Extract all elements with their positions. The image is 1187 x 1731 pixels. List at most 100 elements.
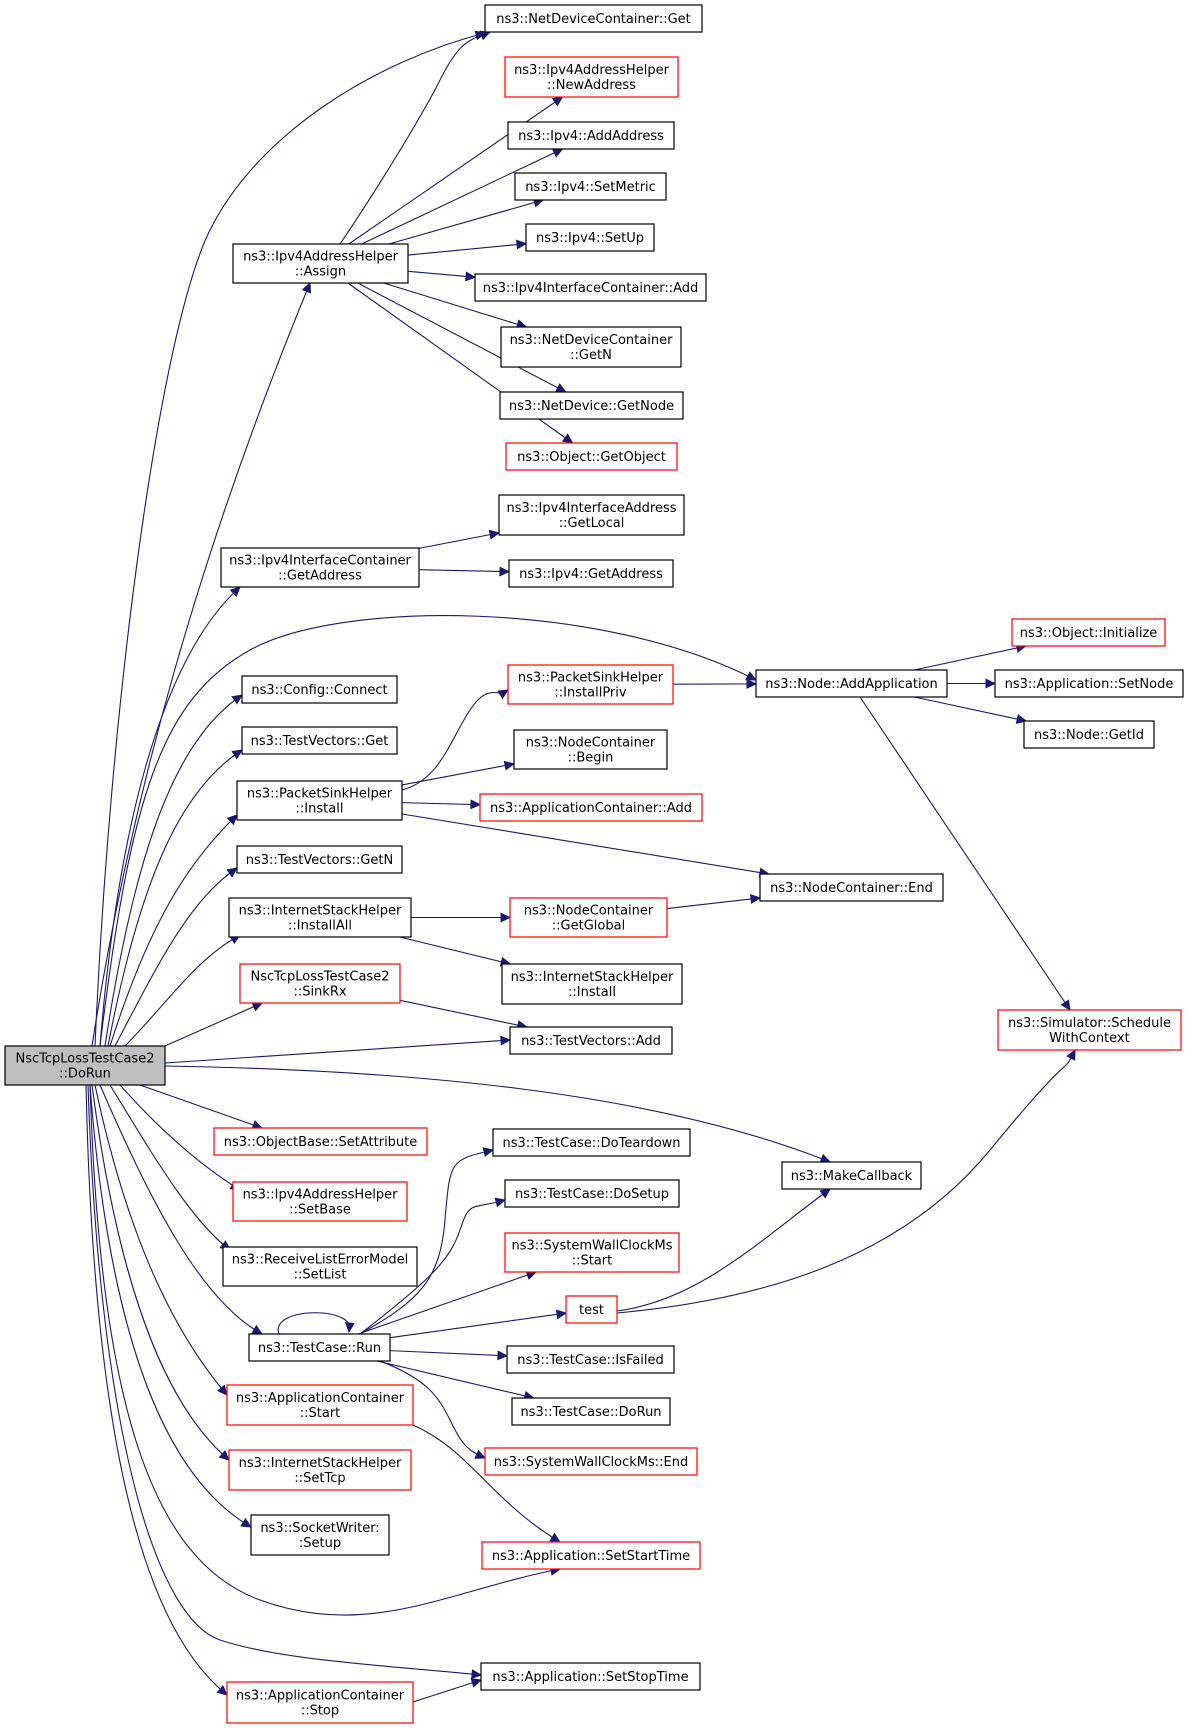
node-ipv4_getaddress[interactable]: ns3::Ipv4::GetAddress xyxy=(508,559,674,588)
node-ndc_getn[interactable]: ns3::NetDeviceContainer::GetN xyxy=(500,326,682,368)
node-label: ::Assign xyxy=(295,265,346,280)
node-objbase_setattr[interactable]: ns3::ObjectBase::SetAttribute xyxy=(213,1127,428,1156)
node-label: ::SetBase xyxy=(289,1203,351,1218)
node-ipv4ic_add[interactable]: ns3::Ipv4InterfaceContainer::Add xyxy=(474,273,707,302)
node-nc_end[interactable]: ns3::NodeContainer::End xyxy=(759,873,944,902)
node-box xyxy=(228,1449,412,1491)
node-tv_getn[interactable]: ns3::TestVectors::GetN xyxy=(236,845,403,874)
node-ipv4_setmetric[interactable]: ns3::Ipv4::SetMetric xyxy=(514,172,667,201)
edge-line xyxy=(164,1039,511,1064)
node-tv_add[interactable]: ns3::TestVectors::Add xyxy=(509,1026,673,1055)
edge-tc_run-to-tc_run xyxy=(277,1312,355,1335)
node-box xyxy=(220,547,420,588)
edge-root-to-appc_start xyxy=(94,1084,228,1396)
node-app_setstoptime[interactable]: ns3::Application::SetStopTime xyxy=(480,1662,701,1691)
edge-line xyxy=(124,934,241,1047)
node-label: WithContext xyxy=(1049,1031,1129,1046)
node-tc_isfailed[interactable]: ns3::TestCase::IsFailed xyxy=(506,1345,675,1374)
node-tv_get[interactable]: ns3::TestVectors::Get xyxy=(241,726,398,755)
node-rlem_setlist[interactable]: ns3::ReceiveListErrorModel::SetList xyxy=(222,1246,418,1287)
edge-line xyxy=(401,802,481,806)
node-box xyxy=(4,1045,166,1086)
node-box xyxy=(226,1384,414,1426)
edge-line xyxy=(389,1350,508,1357)
node-ipv4h_newaddr[interactable]: ns3::Ipv4AddressHelper::NewAddress xyxy=(504,56,679,98)
edge-line xyxy=(107,749,243,1047)
node-appc_stop[interactable]: ns3::ApplicationContainer::Stop xyxy=(226,1681,414,1724)
edge-line xyxy=(139,1084,263,1129)
edge-root-to-objbase_setattr xyxy=(139,1084,264,1130)
node-ish_install[interactable]: ns3::InternetStackHelper::Install xyxy=(501,963,683,1005)
edge-line xyxy=(389,1312,567,1339)
node-label: ns3::TestCase::DoRun xyxy=(520,1405,661,1420)
node-tc_dorun[interactable]: ns3::TestCase::DoRun xyxy=(511,1397,671,1426)
arrow-head xyxy=(503,760,516,771)
node-node_addapp[interactable]: ns3::Node::AddApplication xyxy=(755,669,948,698)
node-box xyxy=(232,243,409,284)
node-sw_setup[interactable]: ns3::SocketWriter::Setup xyxy=(250,1514,390,1556)
node-psh_installpriv[interactable]: ns3::PacketSinkHelper::InstallPriv xyxy=(507,664,674,705)
node-ndc_get[interactable]: ns3::NetDeviceContainer::Get xyxy=(484,4,703,33)
node-test[interactable]: test xyxy=(565,1295,618,1324)
edge-root-to-makecallback xyxy=(164,1065,832,1164)
node-nc_getglobal[interactable]: ns3::NodeContainer::GetGlobal xyxy=(509,897,668,938)
arrow-head xyxy=(465,271,477,282)
arrow-head xyxy=(499,566,511,577)
node-box xyxy=(505,442,678,471)
edge-line xyxy=(401,813,770,875)
edge-line xyxy=(359,1149,494,1335)
node-ipv4ia_getlocal[interactable]: ns3::Ipv4InterfaceAddress::GetLocal xyxy=(498,494,685,536)
node-label: ::SetTcp xyxy=(294,1471,345,1486)
edge-line xyxy=(357,282,566,393)
node-appc_start[interactable]: ns3::ApplicationContainer::Start xyxy=(226,1384,414,1426)
edge-line xyxy=(339,31,491,245)
node-box xyxy=(759,873,944,902)
arrow-head xyxy=(500,1035,512,1046)
node-ish_installall[interactable]: ns3::InternetStackHelper::InstallAll xyxy=(228,897,412,938)
edge-ipv4h_assign-to-ipv4ic_add xyxy=(407,270,477,282)
edge-line xyxy=(89,1084,252,1528)
node-box xyxy=(222,1246,418,1287)
node-label: ::InstallAll xyxy=(288,919,352,934)
node-sinkrx[interactable]: NscTcpLossTestCase2::SinkRx xyxy=(239,963,401,1004)
node-swc_start[interactable]: ns3::SystemWallClockMs::Start xyxy=(504,1232,680,1273)
arrow-head xyxy=(231,694,243,705)
node-swc_end[interactable]: ns3::SystemWallClockMs::End xyxy=(484,1447,698,1476)
node-label: NscTcpLossTestCase2 xyxy=(251,970,390,985)
node-tc_dosetup[interactable]: ns3::TestCase::DoSetup xyxy=(504,1179,680,1208)
node-psh_install[interactable]: ns3::PacketSinkHelper::Install xyxy=(236,780,403,821)
node-ish_settcp[interactable]: ns3::InternetStackHelper::SetTcp xyxy=(228,1449,412,1491)
node-nd_getnode[interactable]: ns3::NetDevice::GetNode xyxy=(499,391,684,420)
node-label: ns3::Application::SetStartTime xyxy=(492,1549,690,1564)
node-box xyxy=(508,559,674,588)
arrow-head xyxy=(251,1324,264,1335)
node-node_getid[interactable]: ns3::Node::GetId xyxy=(1023,720,1155,749)
node-ipv4ic_getaddress[interactable]: ns3::Ipv4InterfaceContainer::GetAddress xyxy=(220,547,420,588)
node-label: ns3::ObjectBase::SetAttribute xyxy=(224,1135,418,1150)
node-obj_getobject[interactable]: ns3::Object::GetObject xyxy=(505,442,678,471)
node-box xyxy=(514,172,667,201)
node-tc_doteardown[interactable]: ns3::TestCase::DoTeardown xyxy=(492,1128,691,1157)
node-box xyxy=(504,1179,680,1208)
node-app_setnode[interactable]: ns3::Application::SetNode xyxy=(994,669,1184,698)
node-ipv4h_setbase[interactable]: ns3::Ipv4AddressHelper::SetBase xyxy=(232,1181,408,1222)
edge-root-to-config_connect xyxy=(104,694,243,1047)
node-app_setstarttime[interactable]: ns3::Application::SetStartTime xyxy=(481,1541,701,1570)
node-box xyxy=(507,121,675,150)
edge-psh_install-to-appc_add xyxy=(401,799,482,810)
node-ipv4_addaddress[interactable]: ns3::Ipv4::AddAddress xyxy=(507,121,675,150)
node-ipv4_setup[interactable]: ns3::Ipv4::SetUp xyxy=(525,223,655,252)
node-tc_run[interactable]: ns3::TestCase::Run xyxy=(248,1333,391,1362)
edge-line xyxy=(94,32,486,1047)
node-box xyxy=(474,273,707,302)
node-makecallback[interactable]: ns3::MakeCallback xyxy=(781,1161,922,1190)
node-nc_begin[interactable]: ns3::NodeContainer::Begin xyxy=(513,729,668,770)
node-appc_add[interactable]: ns3::ApplicationContainer::Add xyxy=(479,793,703,822)
node-label: ns3::TestVectors::Add xyxy=(521,1034,661,1049)
node-obj_initialize[interactable]: ns3::Object::Initialize xyxy=(1011,618,1166,647)
node-root[interactable]: NscTcpLossTestCase2::DoRun xyxy=(4,1045,166,1086)
node-ipv4h_assign[interactable]: ns3::Ipv4AddressHelper::Assign xyxy=(232,243,409,284)
node-label: :Setup xyxy=(299,1536,341,1551)
node-config_connect[interactable]: ns3::Config::Connect xyxy=(241,675,398,704)
